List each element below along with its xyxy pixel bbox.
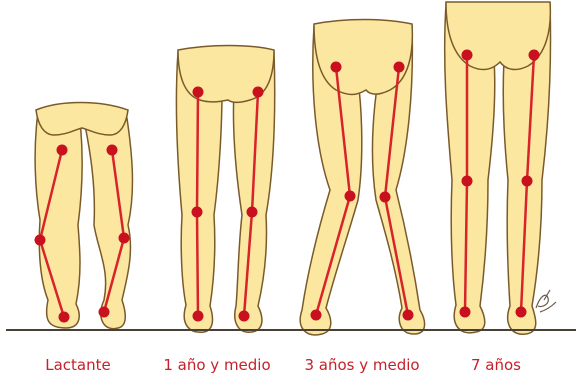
stage-label-1-ano-y-medio: 1 año y medio <box>163 356 270 374</box>
joint-marker-hip <box>331 62 342 73</box>
joint-marker-hip <box>107 145 118 156</box>
joint-marker-knee <box>380 192 391 203</box>
joint-marker-ankle <box>460 307 471 318</box>
joint-marker-ankle <box>59 312 70 323</box>
stage-label-lactante: Lactante <box>45 356 111 374</box>
joint-marker-hip <box>57 145 68 156</box>
joint-marker-ankle <box>193 311 204 322</box>
axis-line-left <box>197 212 198 316</box>
joint-marker-knee <box>462 176 473 187</box>
joint-marker-knee <box>35 235 46 246</box>
legs-lactante <box>35 103 133 329</box>
legs-7-anos <box>445 2 551 334</box>
joint-marker-ankle <box>403 310 414 321</box>
joint-marker-ankle <box>516 307 527 318</box>
joint-marker-ankle <box>99 307 110 318</box>
legs-1-ano-y-medio <box>176 46 274 333</box>
legs-3-anos-y-medio <box>300 20 424 335</box>
joint-marker-ankle <box>311 310 322 321</box>
artist-signature-icon <box>536 290 556 312</box>
joint-marker-knee <box>192 207 203 218</box>
pelvis-lactante <box>36 103 128 136</box>
joint-marker-knee <box>522 176 533 187</box>
joint-marker-knee <box>119 233 130 244</box>
joint-marker-knee <box>345 191 356 202</box>
joint-marker-ankle <box>239 311 250 322</box>
joint-marker-hip <box>529 50 540 61</box>
stage-label-3-anos-y-medio: 3 años y medio <box>304 356 419 374</box>
joint-marker-hip <box>462 50 473 61</box>
leg-left-lactante <box>35 112 82 328</box>
joint-marker-knee <box>247 207 258 218</box>
stage-label-7-anos: 7 años <box>471 356 521 374</box>
joint-marker-hip <box>394 62 405 73</box>
joint-marker-hip <box>193 87 204 98</box>
joint-marker-hip <box>253 87 264 98</box>
axis-line-left <box>197 92 198 212</box>
